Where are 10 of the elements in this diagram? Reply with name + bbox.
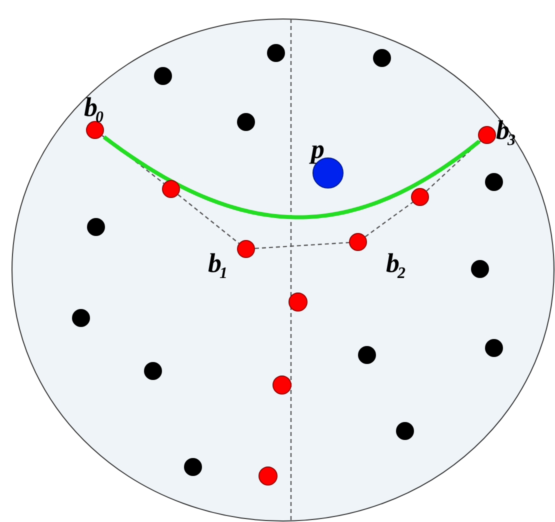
dashed-line [426, 140, 481, 192]
point-label: b$_{2}$ [386, 250, 406, 282]
point-label: p [311, 136, 324, 163]
dashed-line [254, 242, 350, 250]
point-label: b$_{1}$ [208, 250, 228, 282]
curve [102, 135, 481, 220]
point-label: b$_{3}$ [496, 117, 516, 150]
point-label: b$_{0}$ [84, 94, 104, 126]
dashed-line [178, 194, 240, 244]
dashed-line [364, 202, 414, 238]
